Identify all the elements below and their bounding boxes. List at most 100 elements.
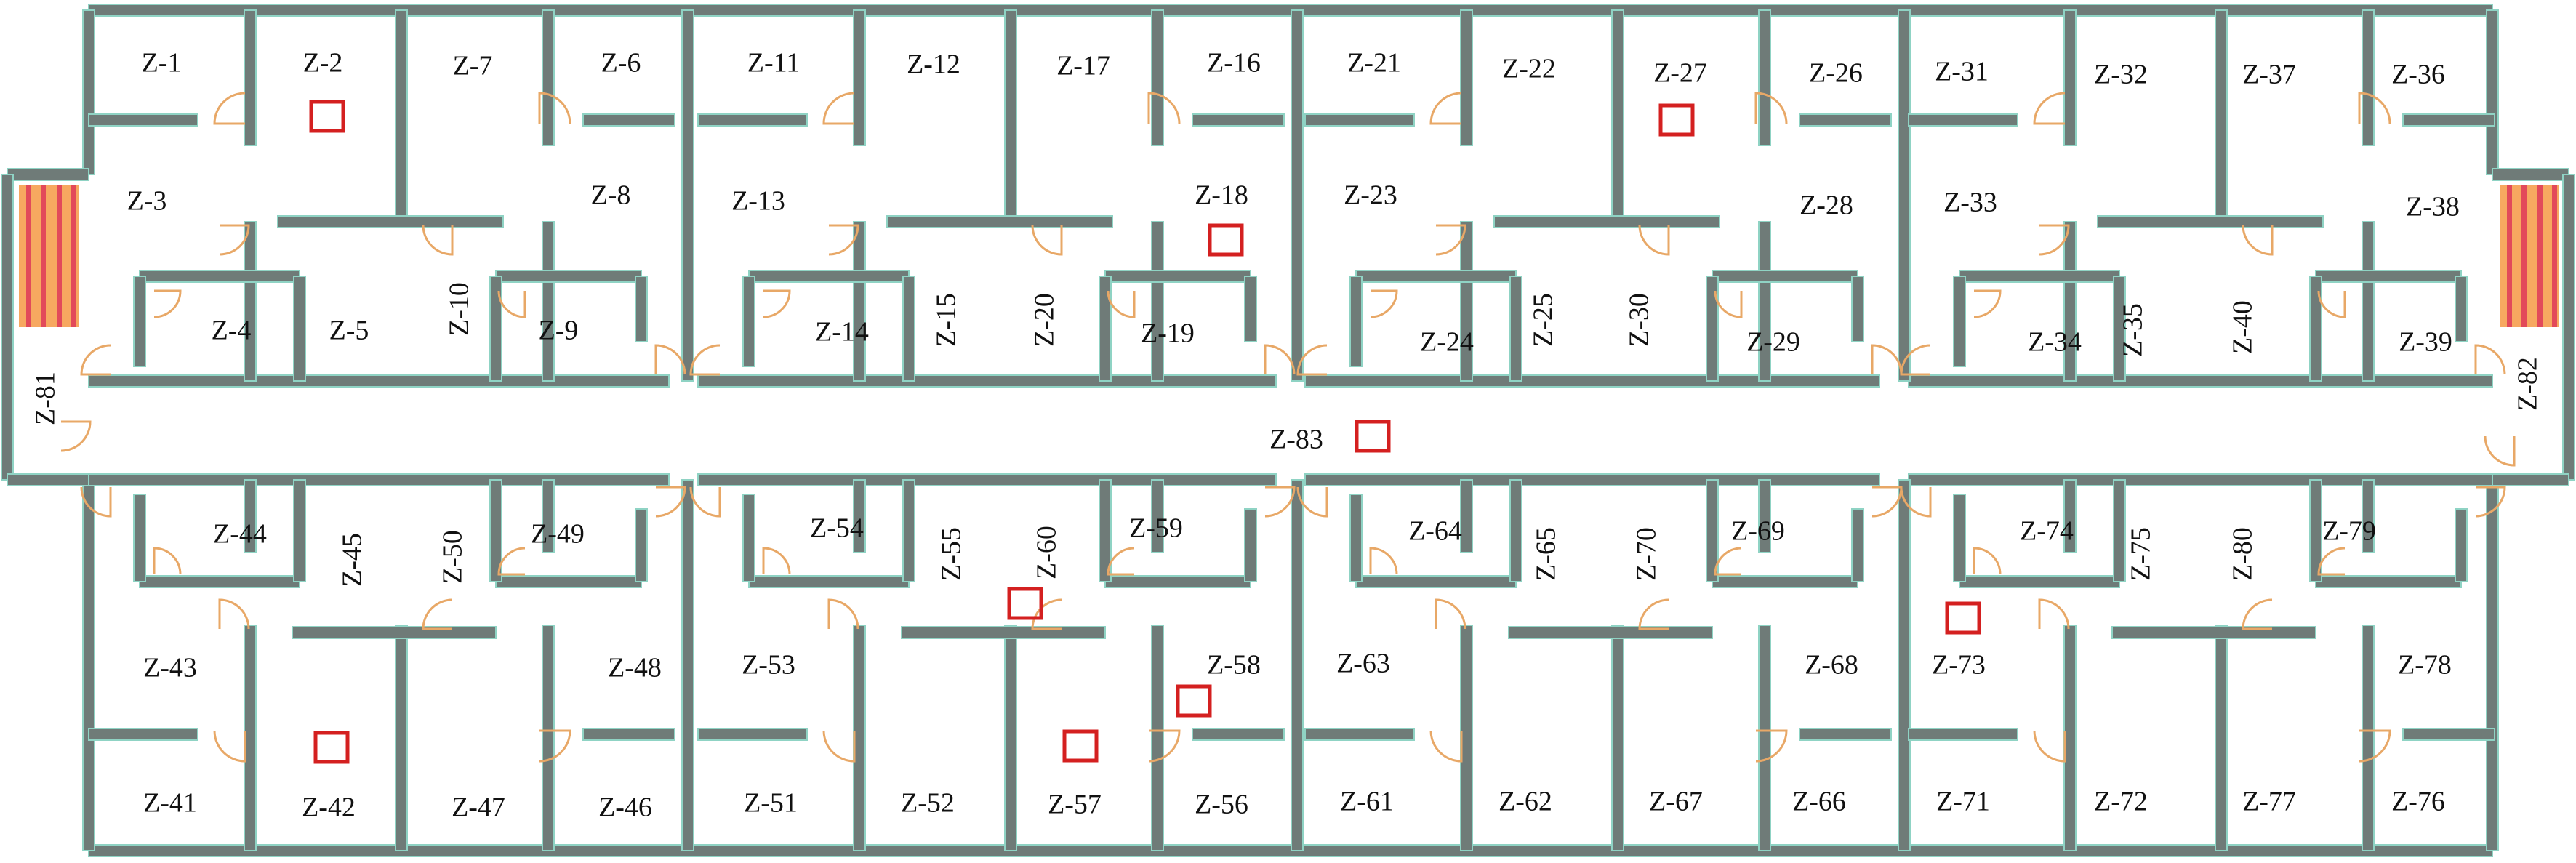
door-swing [1107, 547, 1135, 576]
wall-segment [542, 9, 555, 146]
stair-stripe [71, 185, 76, 327]
door-swing [1435, 598, 1466, 630]
wall-segment [1611, 625, 1624, 851]
door-swing [763, 289, 791, 318]
wall-segment [2315, 270, 2462, 283]
wall-segment [2063, 9, 2077, 146]
wall-segment [742, 276, 755, 367]
wall-segment [495, 575, 642, 588]
room-label-z-64: Z-64 [1408, 516, 1462, 547]
wall-segment [1151, 221, 1164, 382]
wall-segment [697, 113, 808, 127]
room-label-z-57: Z-57 [1048, 790, 1102, 820]
room-label-z-37: Z-37 [2242, 60, 2296, 90]
room-label-z-20: Z-20 [1030, 293, 1060, 347]
room-label-z-58: Z-58 [1207, 650, 1261, 681]
wall-segment [2455, 276, 2468, 342]
wall-segment [1898, 479, 1911, 851]
room-label-z-82: Z-82 [2513, 357, 2543, 411]
wall-segment [742, 494, 755, 582]
sensor-markers [309, 100, 1981, 764]
room-label-z-72: Z-72 [2094, 787, 2148, 817]
room-label-z-8: Z-8 [591, 180, 631, 211]
wall-segment [293, 479, 306, 582]
wall-segment [1959, 270, 2120, 283]
room-label-z-30: Z-30 [1624, 293, 1655, 347]
wall-segment [1355, 270, 1517, 283]
wall-segment [1151, 479, 1164, 553]
door-swing [1296, 486, 1328, 518]
door-swing [1435, 224, 1466, 256]
door-swing [2242, 598, 2273, 630]
wall-segment [2063, 221, 2077, 382]
door-swing [1031, 225, 1063, 256]
wall-segment [542, 479, 555, 553]
room-label-z-69: Z-69 [1731, 516, 1785, 547]
door-swing [2039, 224, 2070, 256]
wall-segment [1953, 276, 1966, 367]
room-label-z-70: Z-70 [1632, 527, 1662, 581]
door-swing [828, 224, 859, 256]
door-swing [497, 547, 526, 576]
room-label-z-21: Z-21 [1347, 48, 1401, 79]
wall-segment [1509, 479, 1522, 582]
wall-segment [244, 9, 257, 146]
outer-wall-left [82, 9, 95, 175]
door-swing [1148, 729, 1181, 763]
room-label-z-41: Z-41 [143, 788, 197, 819]
room-label-z-25: Z-25 [1528, 293, 1559, 347]
wall-segment [2113, 276, 2126, 382]
room-label-z-4: Z-4 [212, 316, 252, 346]
room-label-z-67: Z-67 [1649, 787, 1703, 817]
stair-wall [2562, 174, 2575, 481]
door-swing [213, 730, 246, 763]
room-label-z-51: Z-51 [744, 788, 798, 819]
room-label-z-2: Z-2 [303, 48, 343, 79]
room-label-z-74: Z-74 [2020, 516, 2074, 547]
room-label-z-22: Z-22 [1502, 54, 1556, 84]
wall-segment [2309, 276, 2322, 382]
wall-segment [1151, 9, 1164, 146]
wall-segment [1192, 728, 1285, 741]
door-swing [2242, 225, 2274, 256]
wall-segment [1908, 728, 2018, 741]
wall-segment [1192, 113, 1285, 127]
wall-segment [395, 625, 408, 851]
sensor-marker-z-73 [1945, 601, 1981, 635]
wall-segment [1460, 9, 1473, 146]
wall-segment [139, 270, 300, 283]
stair-stripe [41, 185, 46, 327]
wall-segment [244, 221, 257, 382]
door-swing [80, 344, 111, 376]
door-swing [2038, 598, 2070, 630]
wall-segment [1799, 113, 1892, 127]
wall-segment [1244, 508, 1257, 582]
wall-segment [1898, 9, 1911, 382]
wall-segment [1151, 625, 1164, 851]
room-label-z-45: Z-45 [337, 533, 368, 587]
wall-segment [1706, 479, 1719, 582]
outer-wall-right [2486, 479, 2499, 851]
wall-segment [1758, 221, 1771, 382]
room-label-z-66: Z-66 [1792, 787, 1846, 817]
sensor-marker-z-18 [1208, 223, 1244, 257]
stair-wall [7, 473, 89, 486]
door-swing [1973, 289, 2002, 318]
wall-segment [886, 215, 1113, 228]
wall-segment [635, 276, 648, 342]
door-swing [2033, 92, 2066, 125]
room-label-z-35: Z-35 [2118, 303, 2148, 357]
door-swing [1147, 92, 1181, 124]
door-swing [1264, 344, 1296, 375]
door-swing [822, 92, 855, 125]
door-swing [827, 598, 859, 630]
room-label-z-5: Z-5 [329, 316, 369, 346]
wall-segment [1758, 479, 1771, 553]
wall-segment [1851, 508, 1864, 582]
wall-segment [853, 9, 866, 146]
room-label-z-47: Z-47 [452, 792, 505, 823]
corridor-wall-top [1304, 374, 1880, 388]
wall-segment [2362, 479, 2375, 553]
door-swing [689, 344, 721, 376]
room-label-z-73: Z-73 [1932, 650, 1986, 681]
